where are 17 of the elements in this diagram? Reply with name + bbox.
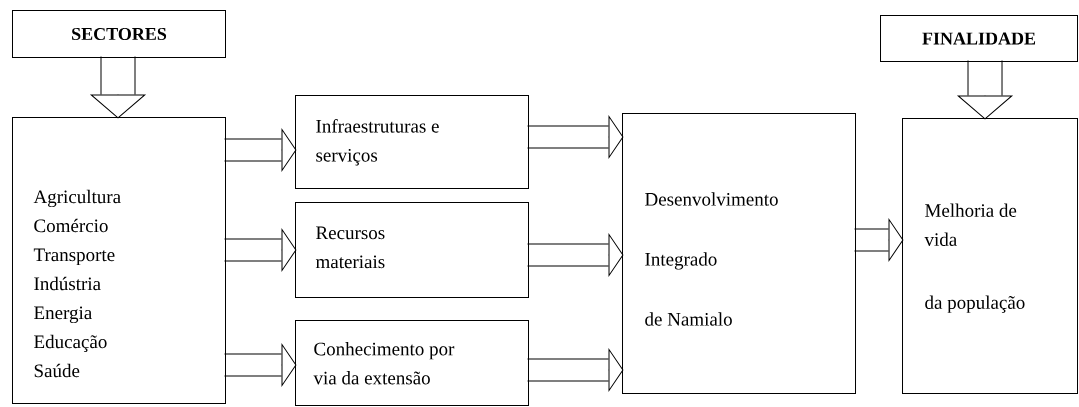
process-box: Melhoria de vida da população xyxy=(902,118,1078,394)
process-box: Recursos materiais xyxy=(295,202,529,298)
block-arrow xyxy=(224,229,297,271)
block-arrow xyxy=(527,116,624,158)
block-arrow xyxy=(224,129,297,171)
block-arrow xyxy=(224,344,297,386)
block-arrow xyxy=(527,349,624,391)
process-box: Infraestruturas e serviços xyxy=(295,95,529,189)
process-box: Agricultura Comércio Transporte Indústria Energia Educação Saúde xyxy=(12,117,226,404)
block-arrow xyxy=(90,56,146,119)
header-box: FINALIDADE xyxy=(880,15,1078,62)
process-box: Desenvolvimento Integrado de Namialo xyxy=(622,113,856,394)
block-arrow xyxy=(957,60,1013,120)
header-box: SECTORES xyxy=(12,10,226,58)
block-arrow xyxy=(854,219,904,261)
block-arrow xyxy=(527,234,624,276)
process-box: Conhecimento por via da extensão xyxy=(295,320,529,406)
